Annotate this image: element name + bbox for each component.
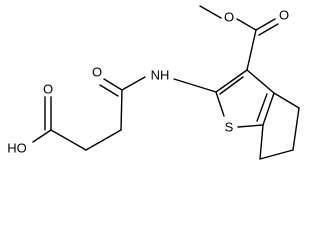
atom-nh: NH — [151, 68, 170, 83]
bond-amide-c-o-2 — [99, 84, 119, 97]
molecule-structure: O O O NH S HO O — [7, 5, 300, 160]
bond-ch2-acid-c — [50, 129, 87, 151]
bond-c2-nh — [173, 78, 217, 93]
bond-s-c7a — [237, 124, 264, 128]
bond-c3a-c4 — [273, 92, 300, 109]
bond-c2-s — [215, 91, 225, 117]
bond-acid-c-oh — [32, 129, 52, 143]
atom-hydroxyl: HO — [7, 141, 27, 156]
atom-ester-carbonyl-oxygen: O — [279, 8, 289, 23]
bond-c3a-c3 — [246, 69, 275, 94]
bond-c4-c5 — [292, 107, 300, 151]
bond-amide-c-o-1 — [103, 78, 123, 91]
bond-ch2-ch2 — [85, 129, 122, 151]
bond-ester-c-carbonyl-o-2 — [258, 23, 279, 36]
bond-methyl-o — [199, 5, 222, 19]
bond-c3-c2 — [215, 69, 248, 93]
atom-ester-oxygen: O — [224, 10, 234, 25]
bond-ester-c-ring — [246, 29, 257, 71]
bond-ester-c-carbonyl-o-1 — [255, 18, 276, 31]
bond-c7a-c3a — [262, 92, 275, 126]
bond-c7a-c3a-double — [256, 93, 268, 122]
bond-amide-c-ch2 — [120, 89, 123, 131]
bond-c6-c7a — [259, 124, 264, 160]
atom-acid-oxygen: O — [43, 82, 53, 97]
bond-nh-amide-c — [121, 76, 146, 91]
bond-o-ester-c — [236, 18, 257, 31]
atom-sulfur: S — [225, 120, 234, 135]
bond-c3-c2-double — [219, 76, 244, 95]
atom-amide-oxygen: O — [92, 65, 102, 80]
bond-c5-c6 — [259, 149, 294, 160]
